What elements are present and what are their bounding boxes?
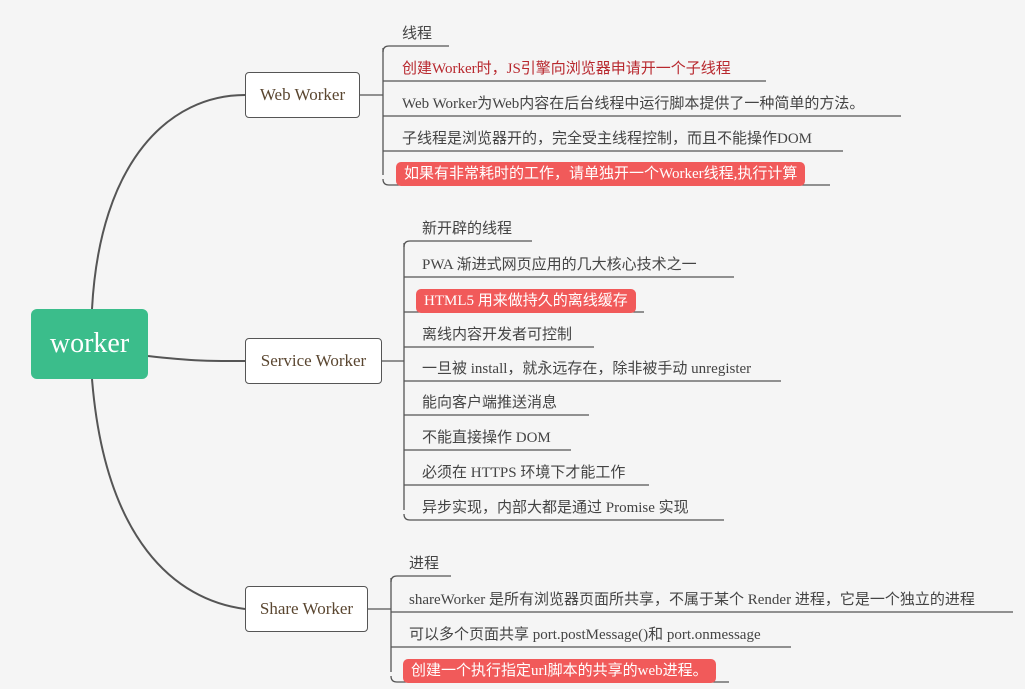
- leaf-item[interactable]: 创建Worker时，JS引擎向浏览器申请开一个子线程: [402, 61, 731, 77]
- leaf-underline: [390, 575, 451, 583]
- leaf-item[interactable]: 离线内容开发者可控制: [422, 327, 573, 343]
- leaf-item[interactable]: 线程: [402, 26, 433, 42]
- leaf-item[interactable]: 必须在 HTTPS 环境下才能工作: [422, 465, 626, 481]
- leaf-item[interactable]: 可以多个页面共享 port.postMessage()和 port.onmess…: [409, 627, 761, 643]
- root-connector: [91, 378, 246, 610]
- root-node[interactable]: worker: [31, 309, 148, 379]
- leaf-item[interactable]: PWA 渐进式网页应用的几大核心技术之一: [422, 257, 697, 273]
- leaf-item[interactable]: 如果有非常耗时的工作，请单独开一个Worker线程,执行计算: [396, 162, 806, 186]
- leaf-item[interactable]: 创建一个执行指定url脚本的共享的web进程。: [403, 659, 716, 683]
- leaf-underline: [403, 240, 532, 248]
- leaf-item[interactable]: 能向客户端推送消息: [422, 395, 558, 411]
- leaf-item[interactable]: Web Worker为Web内容在后台线程中运行脚本提供了一种简单的方法。: [402, 96, 865, 112]
- leaf-item[interactable]: 进程: [409, 556, 440, 572]
- root-connector: [91, 94, 246, 310]
- leaf-item[interactable]: 不能直接操作 DOM: [422, 430, 551, 446]
- leaf-item[interactable]: 一旦被 install，就永远存在，除非被手动 unregister: [422, 361, 752, 377]
- leaf-item[interactable]: 异步实现，内部大都是通过 Promise 实现: [422, 500, 689, 516]
- root-connector: [147, 355, 246, 363]
- leaf-item[interactable]: shareWorker 是所有浏览器页面所共享，不属于某个 Render 进程，…: [409, 592, 975, 608]
- leaf-item[interactable]: 子线程是浏览器开的，完全受主线程控制，而且不能操作DOM: [402, 131, 813, 147]
- branch-node-web-worker[interactable]: Web Worker: [245, 72, 360, 118]
- leaf-underline: [382, 178, 830, 186]
- leaf-underline: [403, 513, 724, 521]
- leaf-underline: [390, 675, 729, 683]
- leaf-item[interactable]: HTML5 用来做持久的离线缓存: [416, 289, 636, 313]
- branch-node-service-worker[interactable]: Service Worker: [245, 338, 382, 384]
- branch-node-share-worker[interactable]: Share Worker: [245, 586, 368, 632]
- leaf-underline: [382, 45, 449, 53]
- leaf-item[interactable]: 新开辟的线程: [422, 221, 513, 237]
